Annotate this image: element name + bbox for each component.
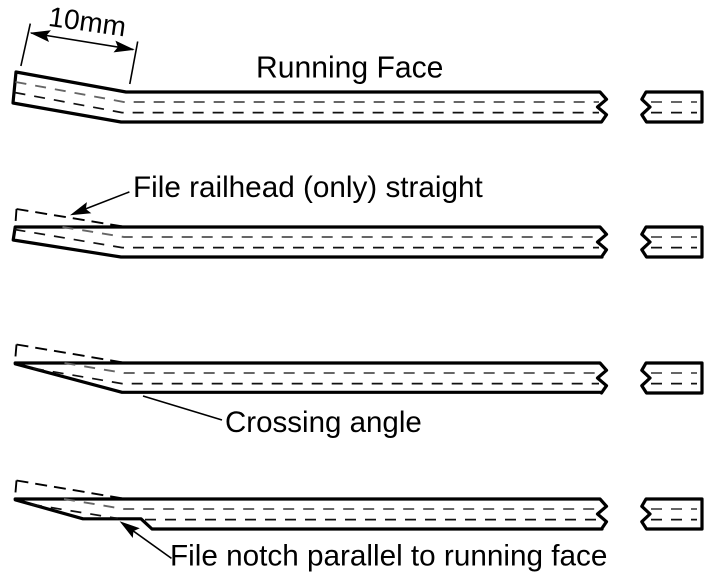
svg-text:Running Face: Running Face — [256, 52, 443, 85]
svg-text:File railhead (only) straight: File railhead (only) straight — [133, 171, 484, 204]
svg-text:10mm: 10mm — [47, 1, 128, 43]
svg-text:Crossing angle: Crossing angle — [225, 406, 422, 439]
svg-text:File notch parallel to running: File notch parallel to running face — [170, 540, 607, 573]
